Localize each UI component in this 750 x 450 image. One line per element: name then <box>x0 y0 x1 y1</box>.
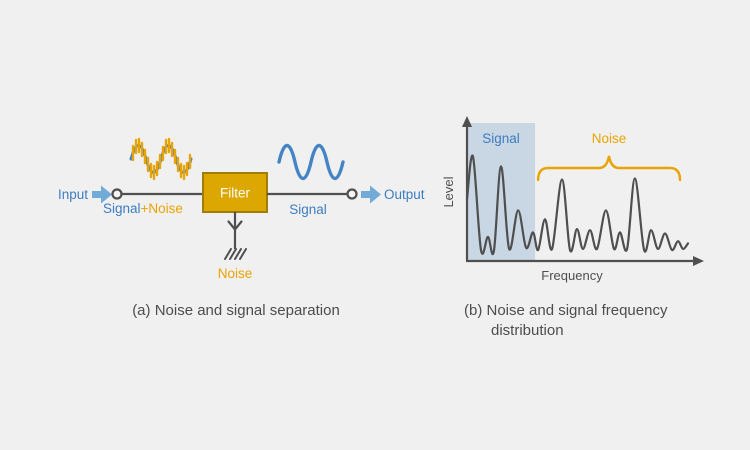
noise-brace <box>536 155 682 182</box>
ground-noise-label: Noise <box>218 266 253 281</box>
output-arrow-icon <box>361 185 381 204</box>
output-terminal <box>346 188 358 200</box>
input-arrow-icon <box>92 185 112 204</box>
clean-wave-sine <box>277 143 345 181</box>
filter-box <box>202 172 268 213</box>
x-axis-arrow-icon <box>693 256 704 266</box>
output-label: Output <box>384 187 425 202</box>
separation-diagram: Input Signal+Noise Filter Noise Signal <box>58 137 425 281</box>
frequency-chart: Signal Noise Level Frequency <box>441 116 704 283</box>
output-wire-label: Signal <box>289 202 327 217</box>
signal-band-label: Signal <box>482 131 520 146</box>
noise-spikes-icon <box>131 137 192 181</box>
y-axis-title: Level <box>441 176 456 207</box>
input-label: Input <box>58 187 88 202</box>
spectrum-curve <box>465 154 690 255</box>
caption-a: (a) Noise and signal separation <box>132 302 340 319</box>
input-wire-label: Signal+Noise <box>103 201 183 216</box>
caption-b: (b) Noise and signal frequency distribut… <box>464 302 668 339</box>
down-arrow-icon <box>227 220 243 232</box>
input-wire-label-signal: Signal <box>103 201 141 216</box>
x-axis-title: Frequency <box>541 268 603 283</box>
filter-label: Filter <box>220 186 251 201</box>
input-wire-label-noise: +Noise <box>141 201 183 216</box>
y-axis-arrow-icon <box>462 116 472 127</box>
ground-icon <box>224 248 247 260</box>
input-terminal <box>111 188 123 200</box>
noise-band-label: Noise <box>592 131 627 146</box>
